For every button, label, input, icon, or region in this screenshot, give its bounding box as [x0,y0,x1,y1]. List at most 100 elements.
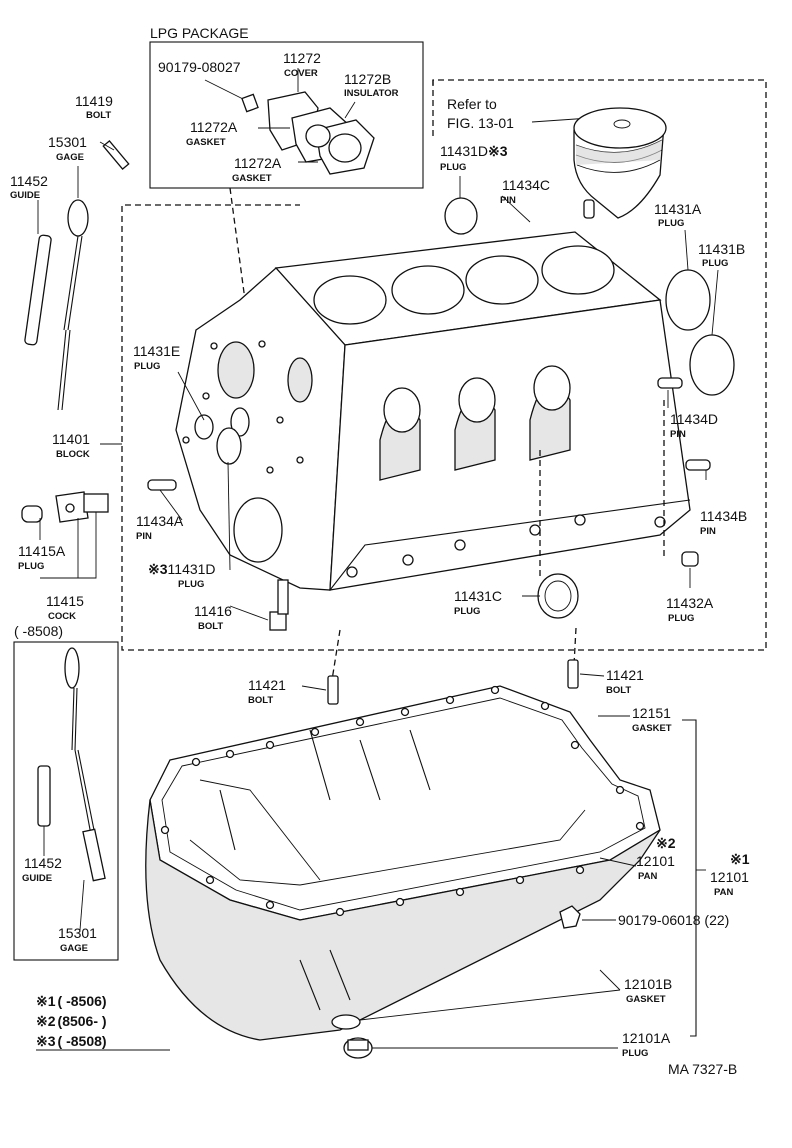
part-name-11431c: PLUG [454,606,480,617]
part-name-11431a: PLUG [658,218,684,229]
part-no-11434c: 11434C [502,177,550,193]
lpg-bolt-part [204,79,259,113]
part-no-11415a: 11415A [18,543,66,559]
part-no-11434a: 11434A [136,513,184,529]
lpg-part-name-2: COVER [284,68,318,79]
legend-row-3: ※3( -8508) [36,1033,107,1049]
part-no-11415: 11415 [46,593,84,609]
pin-11434c [583,199,595,219]
part-name-11416: BOLT [198,621,223,632]
plug-11431e [194,414,214,440]
plug-11431a [665,269,711,331]
part-name-11434d: PIN [670,429,686,440]
part-name-11419: BOLT [86,110,111,121]
lpg-cover-part [258,68,375,175]
part-name-11431d-lower: PLUG [178,579,204,590]
block-boundary [121,79,767,651]
refer-line-2: FIG. 13-01 [447,115,514,131]
part-name-11421-left: BOLT [248,695,273,706]
lpg-part-no-5: 11272A [234,155,282,171]
part-no-15301-inset: 15301 [58,925,97,941]
part-no-11434b: 11434B [700,508,747,524]
legend-row-1: ※1( -8506) [36,993,107,1009]
part-name-12101a: PLUG [622,1048,648,1059]
part-name-11401: BLOCK [56,449,90,460]
lpg-part-no-3: 11272B [344,71,391,87]
part-no-12101-2: 12101 [636,853,675,869]
part-no-11431c: 11431C [454,588,502,604]
plug-11432a [681,551,699,567]
oil-pan [145,685,661,1041]
part-no-11431e: 11431E [133,343,180,359]
part-no-11431b: 11431B [698,241,745,257]
part-no-11434d: 11434D [670,411,718,427]
part-mark-12101-2: ※2 [656,835,676,851]
lpg-part-no-2: 11272 [283,50,321,66]
dash-connector-1 [331,629,341,681]
lpg-package-title: LPG PACKAGE [150,25,249,41]
lpg-part-name-3: INSULATOR [344,88,399,99]
block-leaders [37,141,707,621]
part-name-11452-inset: GUIDE [22,873,52,884]
part-no-12101b: 12101B [624,976,672,992]
part-name-11452-top: GUIDE [10,190,40,201]
dipstick-top [24,199,89,411]
legend-row-2: ※2(8506- ) [36,1013,107,1029]
part-name-15301-inset: GAGE [60,943,88,954]
piston-part [573,107,667,219]
refer-line-1: Refer to [447,96,497,112]
pan-bracket [598,715,706,1037]
lpg-part-name-4: GASKET [186,137,226,148]
part-no-11421-right: 11421 [606,667,644,683]
part-labels: 11419 BOLT 15301 GAGE 11452 GUIDE 11431D… [10,93,750,1059]
part-no-11419: 11419 [75,93,113,109]
part-no-11421-left: 11421 [248,677,286,693]
part-no-12151: 12151 [632,705,671,721]
part-no-11416: 11416 [194,603,232,619]
part-name-11432a: PLUG [668,613,694,624]
inset-range: ( -8508) [14,623,63,639]
part-name-11434c: PIN [500,195,516,206]
plug-disc-top [444,197,478,235]
part-name-11431d-top: PLUG [440,162,466,173]
part-name-11415a: PLUG [18,561,44,572]
bolt-11421-right [567,659,579,689]
lpg-part-no-1: 90179-08027 [158,59,241,75]
part-no-90179-06018: 90179-06018 (22) [618,912,729,928]
part-no-11452-top: 11452 [10,173,48,189]
plug-11431d-lower [216,427,242,465]
cock-11415-part [21,491,109,523]
part-no-11432a: 11432A [666,595,714,611]
part-name-12101-1: PAN [714,887,733,898]
part-name-11415: COCK [48,611,76,622]
drain-parts [331,905,621,1059]
part-no-11452-inset: 11452 [24,855,62,871]
engine-block [175,231,691,591]
part-no-12101-1: 12101 [710,869,749,885]
part-name-11434a: PIN [136,531,152,542]
part-no-12101a: 12101A [622,1030,671,1046]
pin-11434a [147,479,177,491]
lpg-part-no-4: 11272A [190,119,238,135]
part-name-11431b: PLUG [702,258,728,269]
part-name-11421-right: BOLT [606,685,631,696]
part-no-15301-top: 15301 [48,134,87,150]
lpg-part-name-5: GASKET [232,173,272,184]
pin-11434b [685,459,711,471]
part-name-15301-top: GAGE [56,152,84,163]
lpg-package-box: LPG PACKAGE 90179-08027 11272 COVER 1127… [149,25,424,189]
part-name-12101-2: PAN [638,871,657,882]
pin-11434d [657,377,683,389]
part-mark-12101-1: ※1 [730,851,750,867]
part-name-12151: GASKET [632,723,672,734]
legend: ※1( -8506) ※2(8506- ) ※3( -8508) [36,993,170,1051]
part-no-11401: 11401 [52,431,90,447]
bolt-11416-part [269,579,289,631]
part-name-11434b: PIN [700,526,716,537]
bolt-11421-left [327,675,339,705]
plug-11431b [689,334,735,396]
part-no-11431d-lower: ※311431D [148,561,216,577]
dash-connector-2 [573,627,577,666]
bolt-11419 [102,140,130,170]
